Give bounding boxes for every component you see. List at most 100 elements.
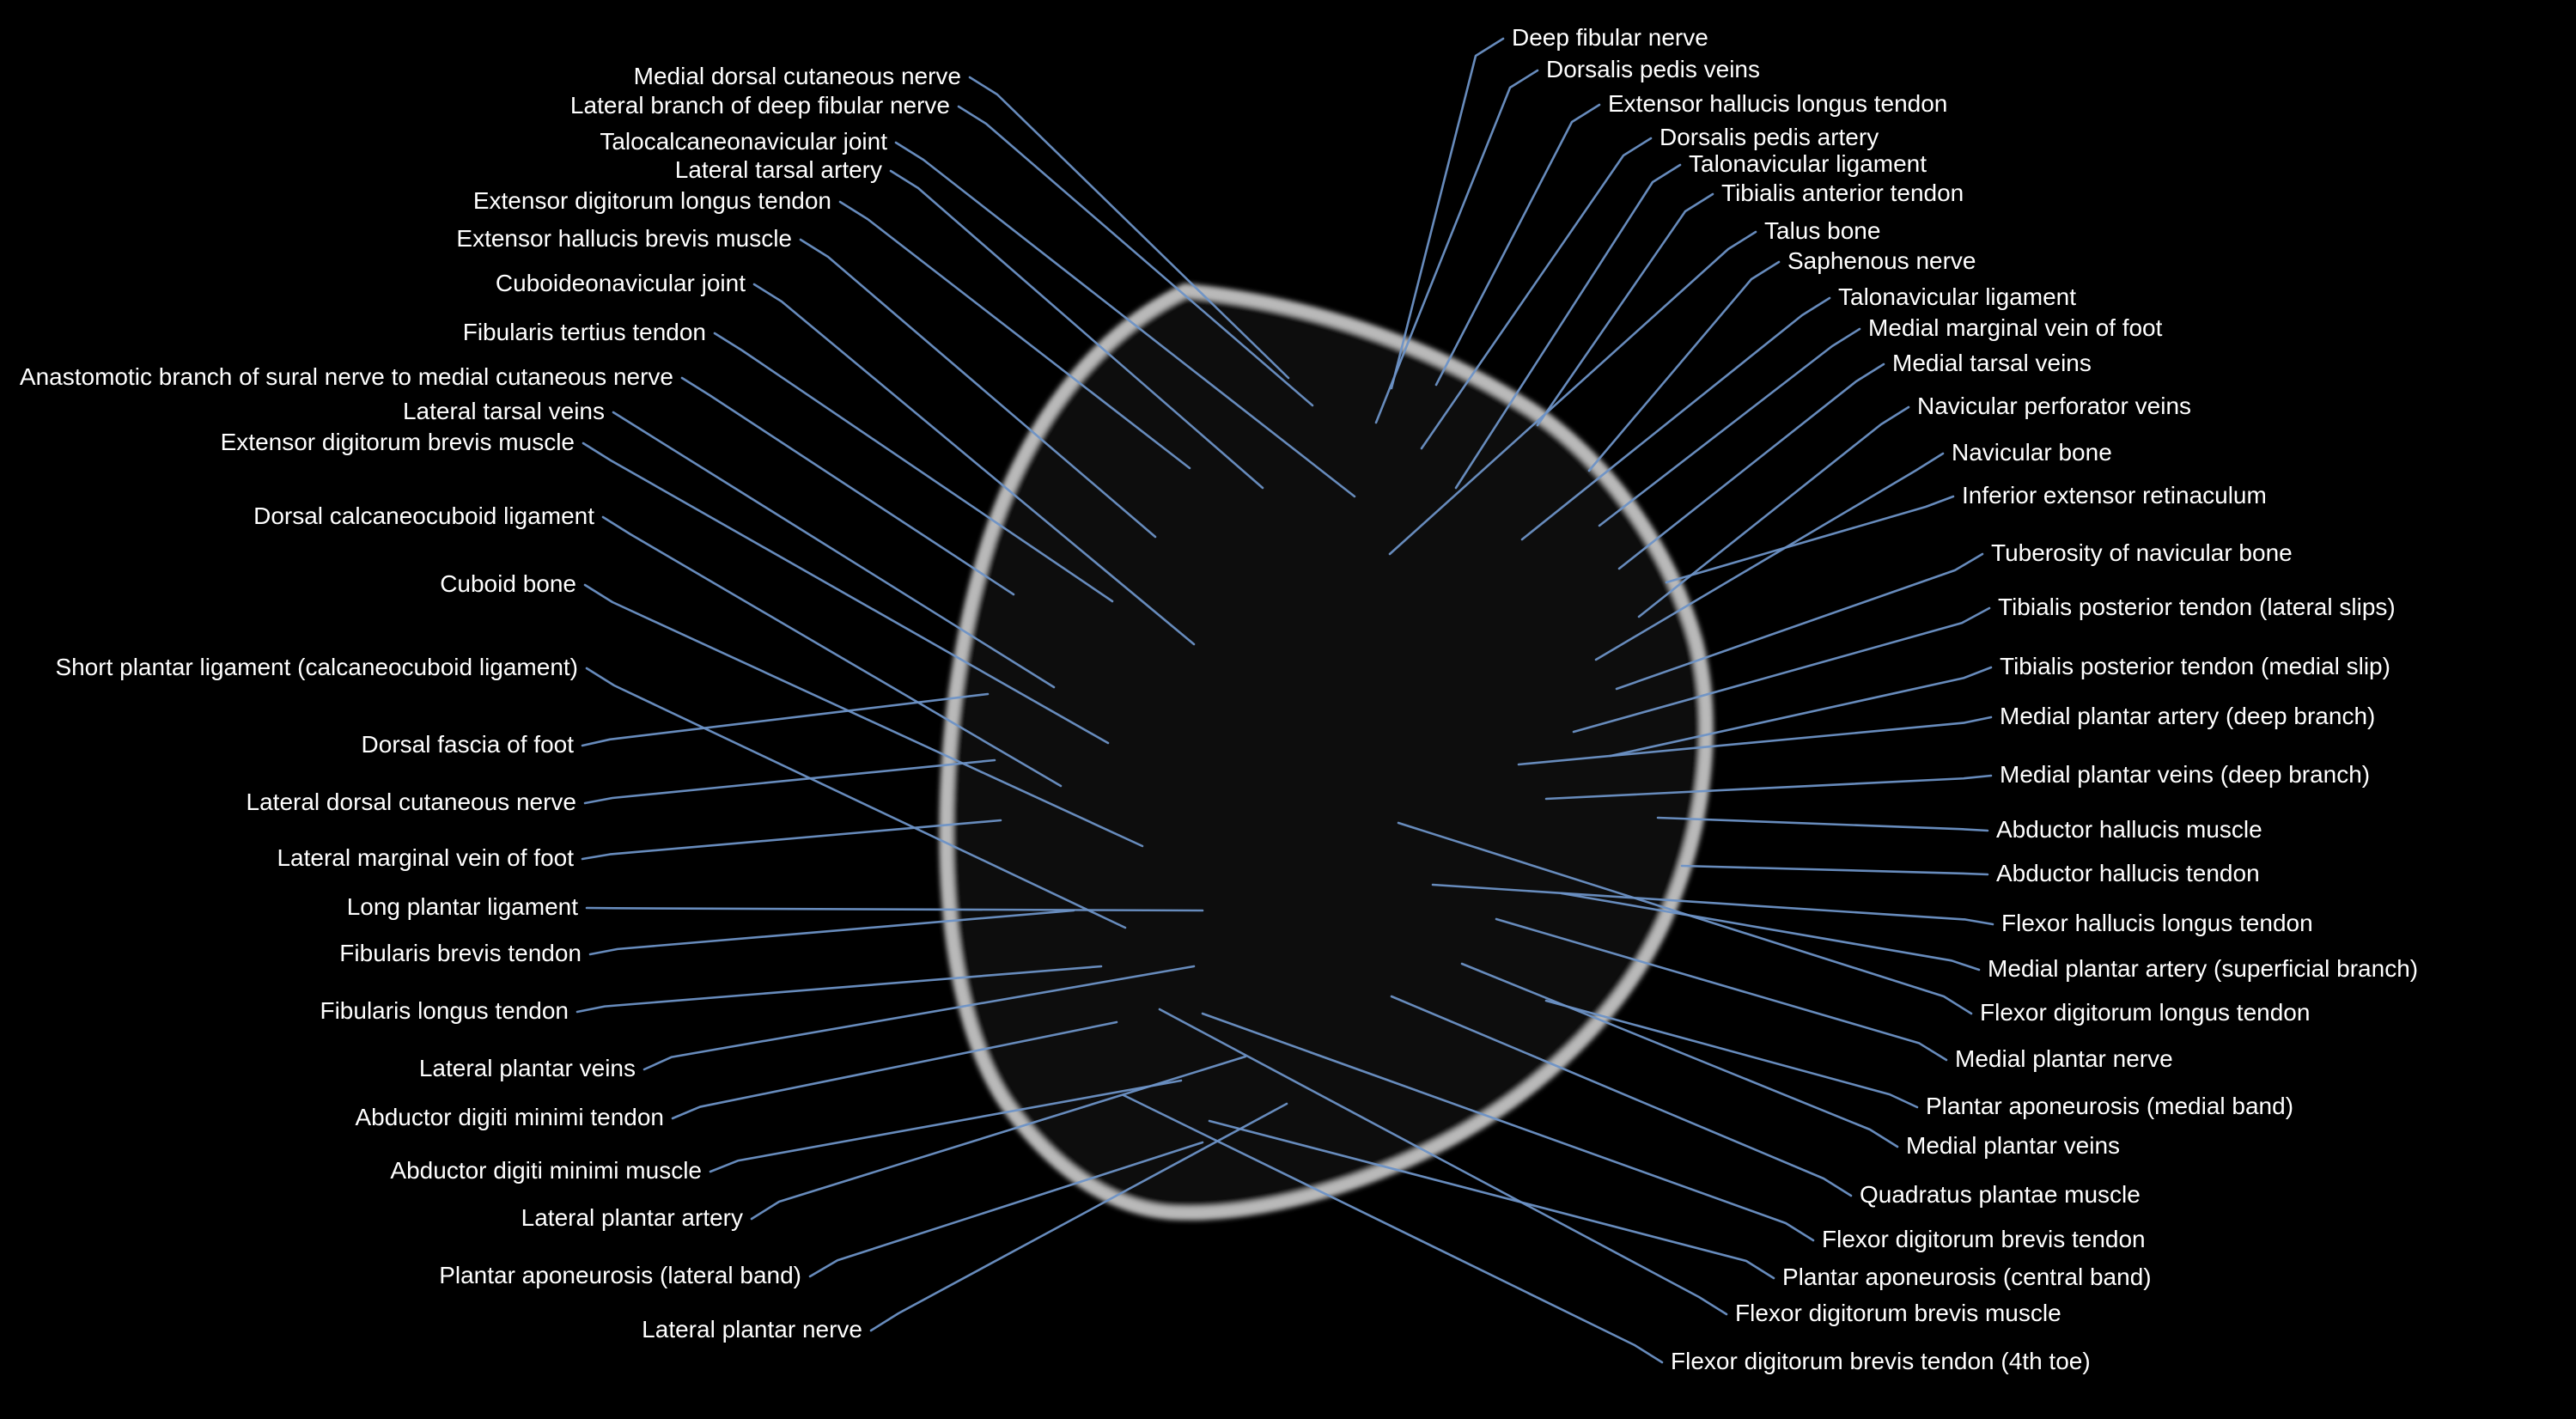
anatomy-label: Medial plantar veins [1906,1131,2121,1159]
anatomy-label: Dorsal fascia of foot [361,730,574,758]
anatomy-label: Abductor hallucis muscle [1996,815,2262,843]
leader-line [583,758,996,805]
anatomy-label: Extensor hallucis brevis muscle [456,224,792,252]
leader-line [575,965,1103,1014]
leader-line [894,141,1356,498]
leader-line [713,332,1114,603]
anatomy-label: Plantar aponeurosis (lateral band) [439,1261,801,1288]
leader-line [1656,816,1989,832]
leader-line [1617,362,1885,570]
leader-line [1609,666,1993,758]
leader-line [581,819,1002,861]
anatomy-label: Long plantar ligament [346,892,578,920]
anatomy-label: Flexor digitorum longus tendon [1980,998,2311,1026]
leader-line [1420,137,1653,450]
anatomy-label: Short plantar ligament (calcaneocuboid l… [55,653,578,680]
leader-line [1594,452,1945,661]
anatomy-label: Flexor digitorum brevis muscle [1735,1299,2061,1326]
anatomy-label: Extensor digitorum brevis muscle [220,428,575,455]
leader-lines [575,37,1994,1364]
anatomy-label: Inferior extensor retinaculum [1962,481,2267,509]
leader-line [581,692,990,747]
anatomy-label: Lateral plantar artery [521,1203,743,1231]
anatomy-label: Lateral tarsal artery [674,155,882,183]
leader-line [957,105,1314,407]
anatomy-label: Fibularis longus tendon [320,996,569,1024]
anatomy-label: Medial plantar veins (deep branch) [2000,760,2371,788]
anatomy-label: Talus bone [1764,216,1881,244]
anatomy-label: Talonavicular ligament [1689,149,1927,177]
anatomy-label: Anastomotic branch of sural nerve to med… [19,362,673,390]
leader-line [1615,552,1984,691]
anatomy-label: Lateral dorsal cutaneous nerve [246,788,576,815]
anatomy-label: Cuboid bone [440,569,576,597]
leader-line [1397,821,1973,1015]
anatomy-label: Medial tarsal veins [1892,349,2092,376]
anatomy-label: Lateral marginal vein of foot [277,843,574,871]
anatomy-label: Saphenous nerve [1787,247,1976,274]
leader-line [1390,37,1505,390]
leader-line [1544,774,1993,801]
anatomy-label: Flexor hallucis longus tendon [2001,909,2313,936]
leader-line [583,583,1144,848]
leader-line [642,965,1196,1071]
leader-line [1374,69,1539,424]
anatomy-label: Medial marginal vein of foot [1868,314,2163,341]
leader-line [750,1055,1247,1221]
anatomy-label: Lateral plantar nerve [642,1315,862,1343]
anatomy-label: Lateral branch of deep fibular nerve [569,91,950,119]
anatomy-label: Talonavicular ligament [1838,283,2077,310]
leader-line [588,909,1075,956]
leader-line [1544,999,1919,1109]
leader-line [671,1020,1118,1120]
anatomy-label: Medial plantar nerve [1955,1044,2173,1072]
anatomy-label: Dorsalis pedis artery [1659,123,1879,150]
anatomy-label: Tibialis posterior tendon (medial slip) [2000,652,2390,679]
anatomy-label: Abductor digiti minimi tendon [355,1103,664,1130]
leader-line [889,169,1264,490]
leader-line [1598,327,1861,527]
anatomy-label: Lateral plantar veins [418,1054,636,1081]
leader-line [612,411,1056,689]
anatomy-label: Navicular perforator veins [1917,392,2192,419]
anatomy-label: Abductor digiti minimi muscle [390,1156,702,1184]
leader-line [1208,1119,1775,1280]
leader-line [1434,103,1601,387]
leader-line [1495,917,1948,1062]
anatomy-label: Flexor digitorum brevis tendon (4th toe) [1671,1347,2091,1374]
leader-line [1680,864,1989,876]
anatomy-label: Quadratus plantae muscle [1860,1180,2141,1208]
anatomy-label: Plantar aponeurosis (central band) [1782,1263,2152,1290]
leader-line [838,200,1191,470]
leader-line [582,442,1110,745]
leader-line [1201,1012,1815,1242]
anatomy-label: Medial dorsal cutaneous nerve [633,62,961,89]
anatomy-label: Navicular bone [1952,438,2112,466]
leader-line [1637,405,1910,618]
anatomy-label: Tibialis posterior tendon (lateral slips… [1998,593,2396,620]
leader-line [1454,163,1682,490]
leader-line [1665,495,1955,584]
leader-line [752,283,1196,646]
leader-line [1520,296,1831,541]
anatomy-label: Lateral tarsal veins [402,397,605,424]
anatomy-label: Tuberosity of navicular bone [1991,539,2293,566]
leader-line [968,76,1290,380]
leader-line [808,1141,1204,1278]
leader-line [585,667,1127,929]
leader-line [680,376,1015,596]
leader-line [799,238,1157,539]
leader-line [709,1079,1183,1173]
leader-line [1431,883,1994,926]
leader-line [585,906,1204,912]
anatomy-label: Abductor hallucis tendon [1996,859,2260,886]
leader-line [1460,962,1899,1148]
anatomy-label: Dorsalis pedis veins [1546,55,1760,82]
leader-line [1158,1008,1728,1316]
leader-line [1122,1093,1664,1364]
anatomy-label: Talocalcaneonavicular joint [600,127,887,155]
leader-line [1587,260,1781,472]
